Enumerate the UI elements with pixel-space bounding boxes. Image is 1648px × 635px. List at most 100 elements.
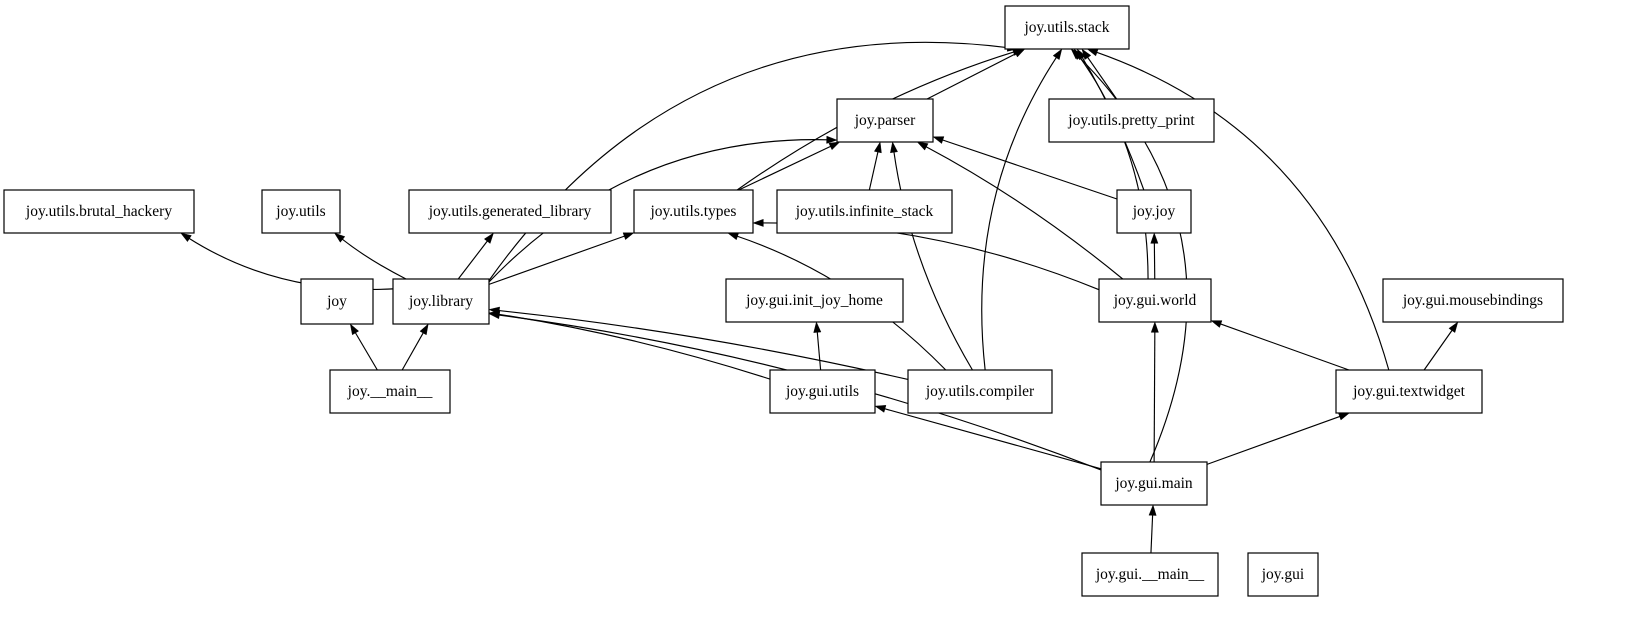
edge-joy-library-to-joy-utils-generated_library [457,239,489,280]
edge-joy-utils-pretty_print-to-joy-utils-stack [1086,56,1118,100]
node-label: joy.gui.init_joy_home [745,292,883,309]
node-label: joy.__main__ [347,383,433,400]
node-box[interactable] [300,278,374,325]
node-label: joy.gui [1261,566,1305,583]
edge-joy-gui-utils-to-joy-gui-init_joy_home [816,330,822,371]
node-joy-gui-mousebindings[interactable]: joy.gui.mousebindings [1382,278,1564,323]
node-joy[interactable]: joy [300,278,374,325]
edge-arrowhead [752,218,764,227]
node-joy-utils-generated_library[interactable]: joy.utils.generated_library [408,189,612,234]
edge-arrowhead [349,323,360,336]
node-box[interactable] [836,98,934,143]
node-box[interactable] [1335,369,1483,414]
nodes-layer: joy.utils.stack joy.parser joy.utils.prett… [3,5,1564,597]
node-box[interactable] [261,189,341,234]
node-joy-utils-infinite_stack[interactable]: joy.utils.infinite_stack [776,189,953,234]
node-box[interactable] [725,278,904,323]
edge-arrowhead [1448,321,1459,333]
edge-joy-joy-to-joy-parser [941,139,1118,200]
node-label: joy.utils.generated_library [428,203,592,220]
edge-joy-gui-textwidget-to-joy-utils-stack [1095,51,1390,371]
edge-arrowhead [1148,504,1157,516]
node-joy-utils-stack[interactable]: joy.utils.stack [1004,5,1130,50]
edge-arrowhead [874,405,887,413]
node-label: joy.gui.mousebindings [1402,292,1543,309]
node-joy-utils-types[interactable]: joy.utils.types [633,189,754,234]
node-joy-utils-brutal_hackery[interactable]: joy.utils.brutal_hackery [3,189,195,234]
edge-arrowhead [622,232,635,240]
edge-arrowhead [890,141,898,154]
node-label: joy.gui.__main__ [1095,566,1205,583]
node-joy-utils-pretty_print[interactable]: joy.utils.pretty_print [1048,98,1215,143]
edge-joy-utils-compiler-to-joy-utils-stack [981,56,1058,371]
node-box[interactable] [1116,189,1192,234]
edge-joy-gui-textwidget-to-joy-gui-mousebindings [1423,329,1454,371]
edge-joy-utils-types-to-joy-parser [738,145,832,191]
edge-arrowhead [1150,321,1159,333]
edge-arrowhead [1150,232,1159,244]
node-joy-joy[interactable]: joy.joy [1116,189,1192,234]
node-joy-gui-textwidget[interactable]: joy.gui.textwidget [1335,369,1483,414]
node-box[interactable] [1382,278,1564,323]
edge-arrowhead [483,232,494,244]
node-label: joy.joy [1132,203,1176,220]
node-label: joy.parser [854,112,916,129]
node-joy-gui-main[interactable]: joy.gui.main [1100,461,1208,506]
node-box[interactable] [329,369,451,414]
edge-joy-gui-main-to-joy-gui-utils [883,407,1102,470]
edge-arrowhead [828,141,841,151]
node-joy-gui-world[interactable]: joy.gui.world [1098,278,1212,323]
edge-arrowhead [1052,48,1063,61]
node-label: joy.utils.compiler [925,383,1035,400]
edge-joy-library-to-joy-parser [488,139,829,283]
node-joy-gui[interactable]: joy.gui [1247,552,1319,597]
node-label: joy.utils.types [650,203,737,220]
edge-arrowhead [333,232,346,243]
node-joy-parser[interactable]: joy.parser [836,98,934,143]
edge-joy-gui-utils-to-joy-library [497,313,771,380]
node-joy-__main__[interactable]: joy.__main__ [329,369,451,414]
node-joy-utils-compiler[interactable]: joy.utils.compiler [907,369,1053,414]
node-label: joy.gui.main [1114,475,1193,492]
edge-arrowhead [932,136,945,144]
node-joy-gui-init_joy_home[interactable]: joy.gui.init_joy_home [725,278,904,323]
edge-arrowhead [1338,412,1350,421]
node-box[interactable] [769,369,876,414]
node-box[interactable] [1048,98,1215,143]
node-box[interactable] [1100,461,1208,506]
node-box[interactable] [1004,5,1130,50]
node-box[interactable] [633,189,754,234]
node-box[interactable] [408,189,612,234]
node-joy-library[interactable]: joy.library [392,278,490,325]
node-label: joy.utils.stack [1023,19,1109,36]
edge-joy-parser-to-joy-utils-stack [926,52,1018,100]
node-box[interactable] [907,369,1053,414]
edge-joy-gui-main-to-joy-gui-textwidget [1206,415,1342,465]
node-label: joy.gui.world [1113,292,1197,309]
node-label: joy.library [408,293,473,310]
edge-joy-gui-world-to-joy-parser [924,145,1124,280]
node-box[interactable] [392,278,490,325]
edge-joy-utils-compiler-to-joy-library [497,309,909,381]
edge-joy-gui-main-to-joy-gui-world [1153,330,1156,463]
node-joy-utils[interactable]: joy.utils [261,189,341,234]
edge-joy-utils-compiler-to-joy-parser [893,150,973,371]
node-label: joy.utils [275,203,325,220]
node-box[interactable] [1247,552,1319,597]
node-box[interactable] [1081,552,1219,597]
node-label: joy.utils.infinite_stack [795,203,934,220]
edge-arrowhead [916,141,929,151]
node-joy-gui-__main__[interactable]: joy.gui.__main__ [1081,552,1219,597]
node-joy-gui-utils[interactable]: joy.gui.utils [769,369,876,414]
edge-arrowhead [488,311,500,320]
edge-joy-library-to-joy-utils [341,238,407,280]
node-box[interactable] [1098,278,1212,323]
node-label: joy.utils.pretty_print [1067,112,1195,129]
node-box[interactable] [3,189,195,234]
edge-arrowhead [180,232,192,243]
node-box[interactable] [776,189,953,234]
node-label: joy.utils.brutal_hackery [25,203,172,220]
node-label: joy [326,293,347,310]
edge-arrowhead [1070,48,1082,60]
